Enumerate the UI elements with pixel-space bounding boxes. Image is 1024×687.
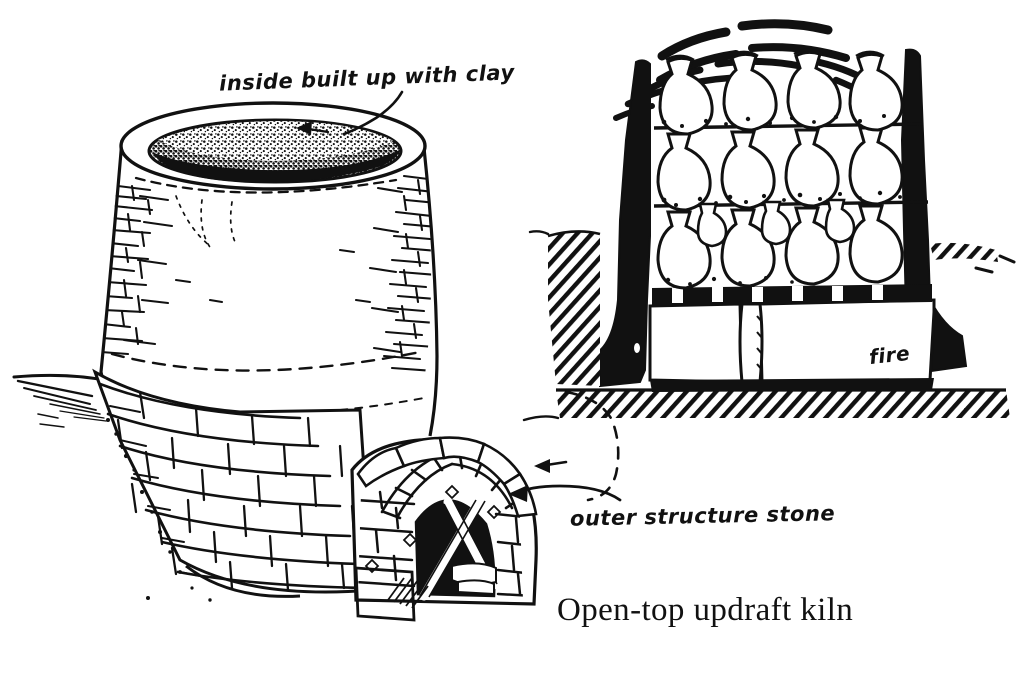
base-bottom-edge (185, 564, 301, 598)
pillar-texture (756, 315, 763, 371)
kiln-body-outline-right (422, 147, 439, 437)
firebox-floor-shadow (650, 378, 934, 392)
ground-tick-right (974, 254, 1016, 274)
firebox-chamber-left (648, 302, 744, 384)
perspective-kiln-view (12, 101, 538, 622)
section-wall-left (596, 59, 651, 388)
base-flare-contour (110, 350, 422, 372)
kiln-body-stone-texture (101, 174, 432, 373)
clay-inner-contour-fine (175, 195, 237, 251)
figure-title: Open-top updraft kiln (557, 592, 854, 628)
wall-vent-mark (634, 343, 640, 353)
base-step-hatch (387, 577, 429, 609)
pot-row-interstitial (696, 198, 856, 248)
annotation-fire: fire (867, 340, 912, 370)
ground-hatch-bottom (556, 388, 1010, 418)
kiln-mouth-shadow (152, 150, 400, 183)
ground-line-left-section (522, 230, 560, 422)
pot-rims-top (665, 48, 885, 62)
apron-ground-shadow (109, 405, 201, 577)
arch-block-masonry (358, 490, 523, 598)
clay-leader-arrowhead (296, 121, 312, 135)
arch-interior-stones (451, 562, 497, 596)
pot-row-middle (656, 126, 904, 212)
firebox-support-pillar (738, 302, 764, 384)
cross-section-view (522, 19, 1016, 422)
clay-label-leader (342, 90, 404, 136)
clay-lining-stipple (158, 121, 394, 161)
base-step-stone (354, 566, 416, 622)
apron-stone-joints (116, 390, 356, 592)
arch-pointer-arrowhead (534, 459, 550, 473)
earth-hatch-left (547, 230, 601, 386)
earth-hatch-right (930, 242, 998, 262)
apron-stone-courses (98, 382, 370, 590)
clay-inner-contour (134, 176, 398, 194)
outer-stone-arrowhead (508, 485, 528, 502)
apron-ground-speckle (106, 418, 212, 602)
perforated-pot-floor (652, 284, 932, 306)
shelf-speckles (661, 114, 906, 286)
arch-stone-chips (364, 484, 502, 574)
